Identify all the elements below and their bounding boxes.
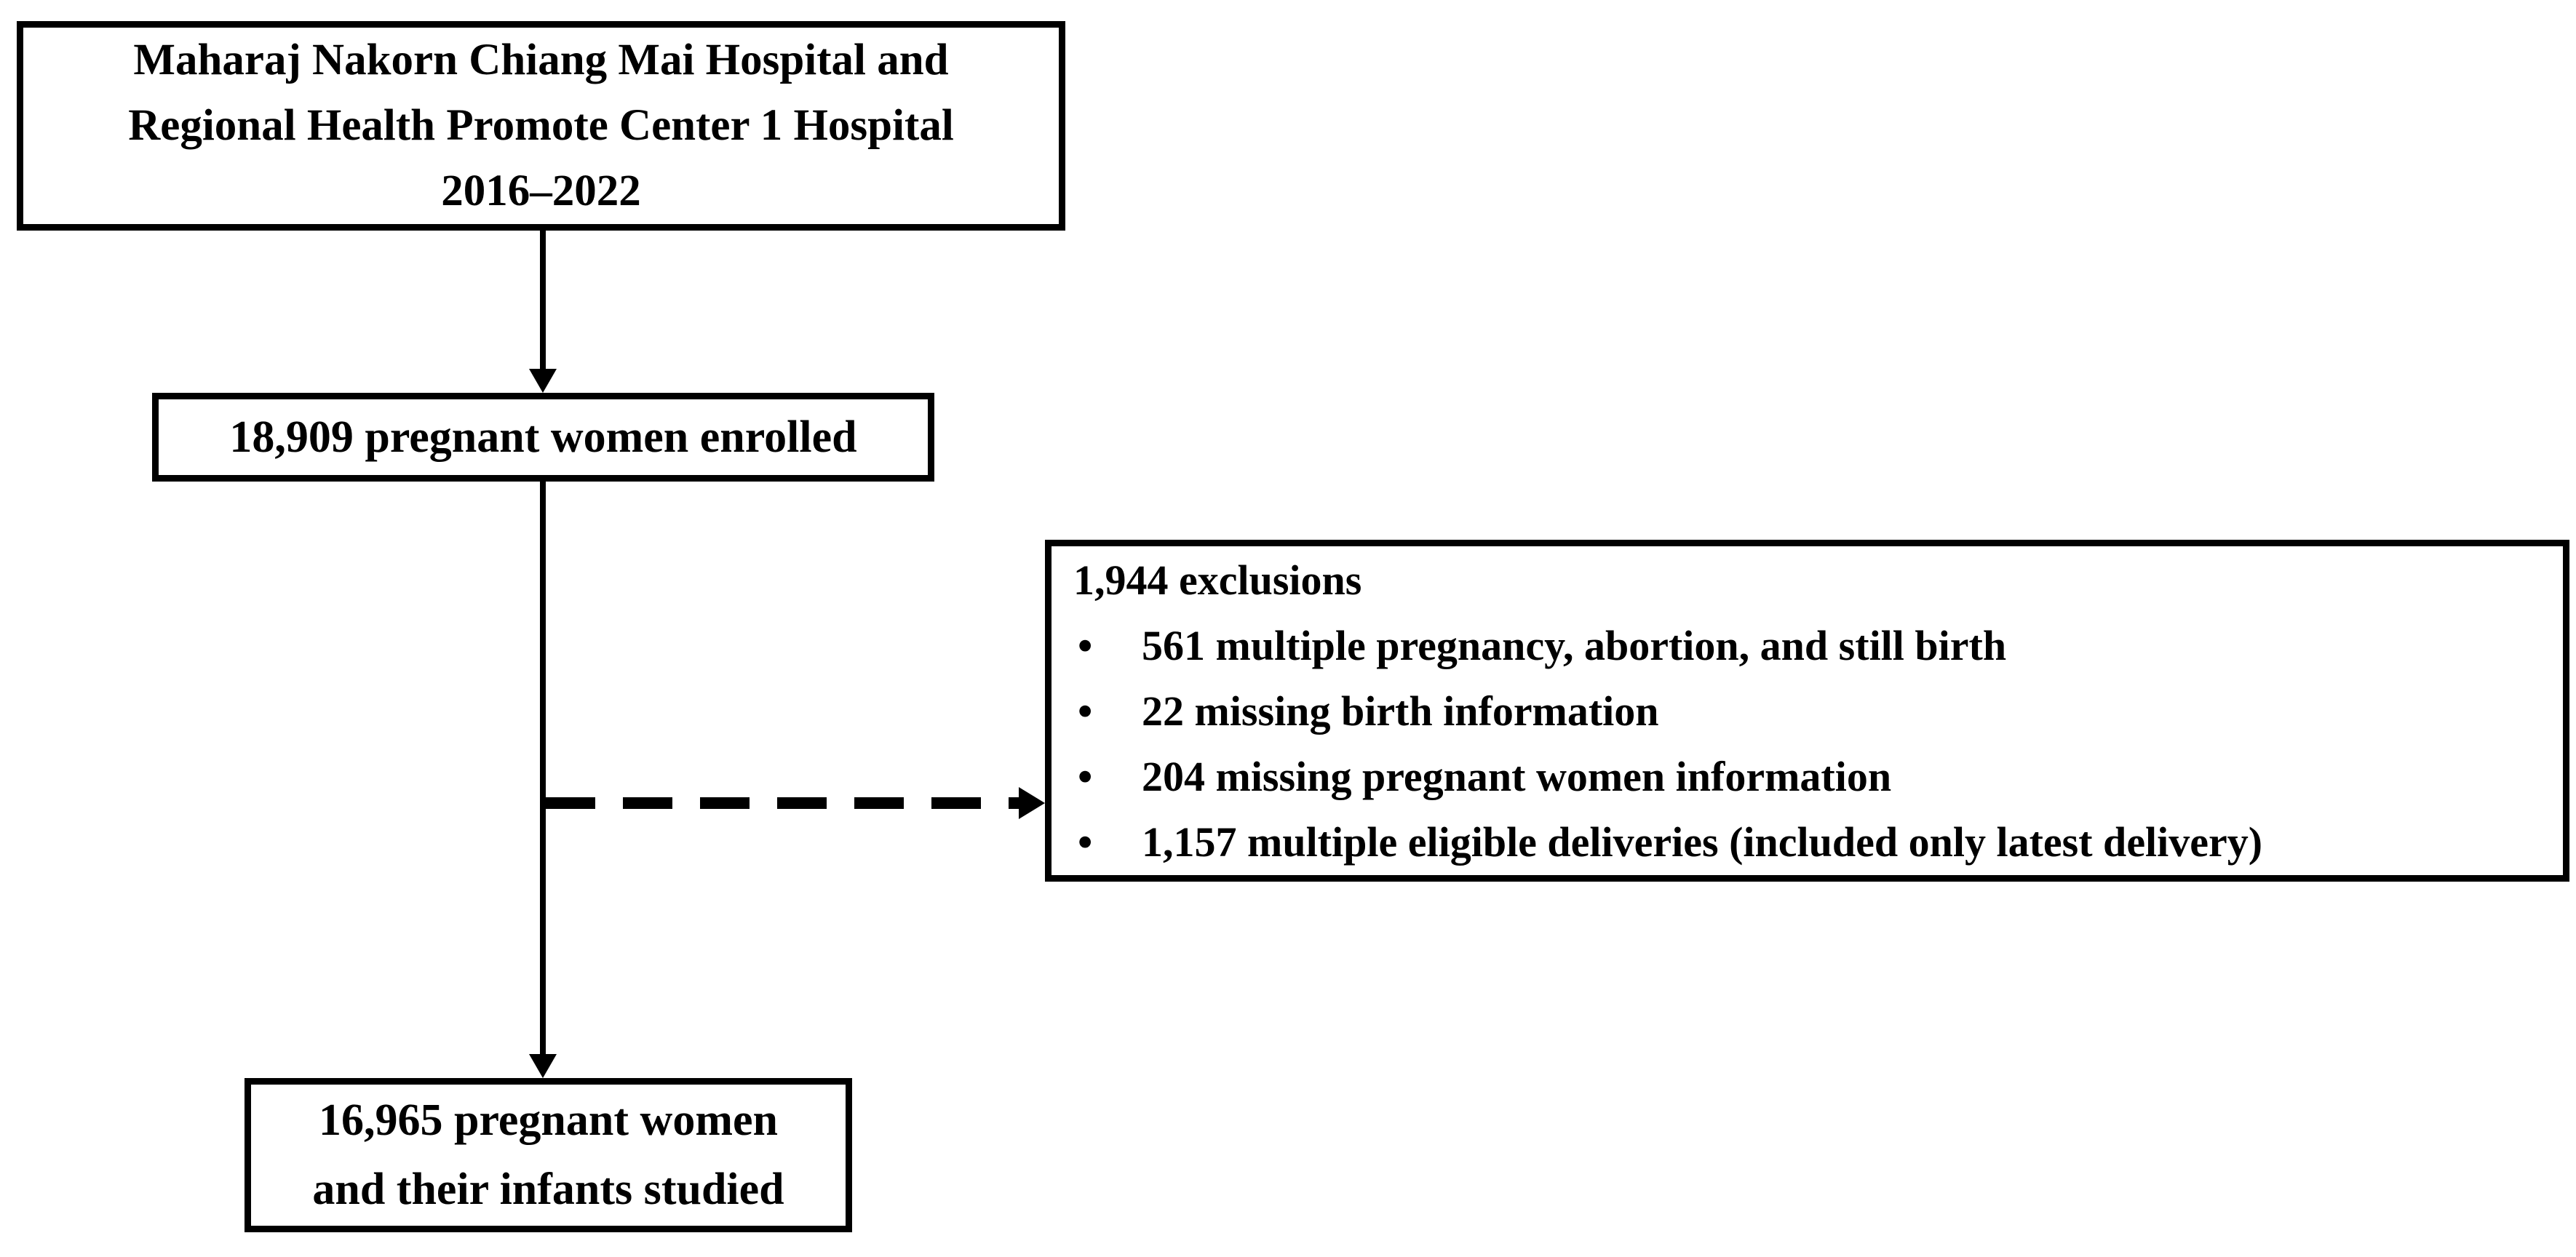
source-hospital-line-3: 2016–2022 [441,167,641,215]
source-hospital-box: Maharaj Nakorn Chiang Mai Hospital and R… [17,21,1065,231]
enrolled-box: 18,909 pregnant women enrolled [152,393,934,482]
arrowhead-right-icon [1019,787,1045,819]
source-hospital-line-1: Maharaj Nakorn Chiang Mai Hospital and [133,36,949,84]
studied-line-1: 16,965 pregnant women [319,1096,778,1145]
bullet-icon: • [1078,687,1093,735]
studied-line-2: and their infants studied [312,1165,784,1214]
exclusions-list: • 561 multiple pregnancy, abortion, and … [1073,613,2550,875]
bullet-icon: • [1078,818,1093,866]
bullet-icon: • [1078,753,1093,800]
list-item: • 561 multiple pregnancy, abortion, and … [1073,613,2550,679]
arrowhead-down-icon [529,1054,557,1078]
exclusions-title: 1,944 exclusions [1073,556,1362,604]
arrowhead-down-icon [529,369,557,393]
exclusion-item-text: 561 multiple pregnancy, abortion, and st… [1142,622,2007,669]
exclusion-item-text: 22 missing birth information [1142,687,1659,735]
exclusions-box: 1,944 exclusions • 561 multiple pregnanc… [1045,540,2569,882]
exclusion-item-text: 1,157 multiple eligible deliveries (incl… [1142,818,2263,866]
list-item: • 22 missing birth information [1073,679,2550,744]
list-item: • 204 missing pregnant women information [1073,744,2550,810]
dashed-arrow-to-exclusions-line [546,797,1020,809]
enrolled-label: 18,909 pregnant women enrolled [229,412,857,462]
studied-box: 16,965 pregnant women and their infants … [245,1078,852,1232]
list-item: • 1,157 multiple eligible deliveries (in… [1073,810,2550,875]
exclusion-item-text: 204 missing pregnant women information [1142,753,1892,800]
source-hospital-line-2: Regional Health Promote Center 1 Hospita… [128,101,954,150]
arrow-source-to-enrolled-line [540,228,546,373]
bullet-icon: • [1078,622,1093,669]
arrow-enrolled-to-studied-line [540,479,546,1058]
